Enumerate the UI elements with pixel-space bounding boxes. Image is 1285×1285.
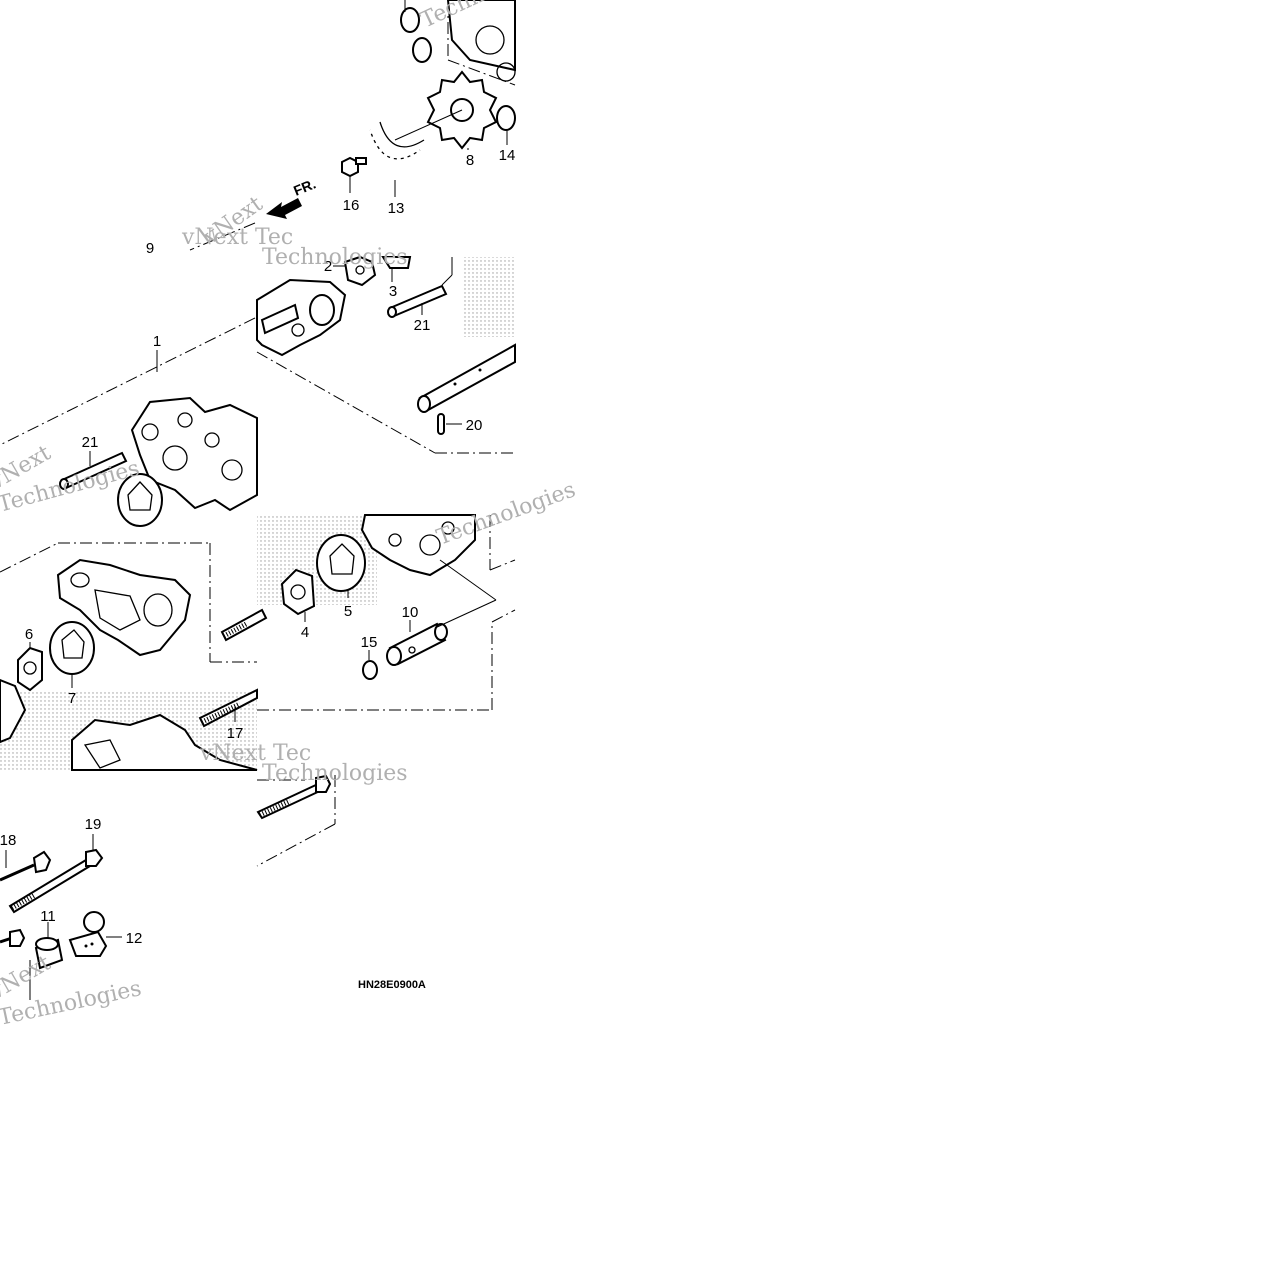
callout-13: 13 (388, 200, 405, 217)
callout-1: 1 (153, 333, 161, 350)
bracket-part-12 (68, 911, 108, 957)
pin-part-21-right (387, 284, 448, 318)
callout-15: 15 (361, 634, 378, 651)
callout-6: 6 (25, 626, 33, 643)
sleeve-part-10 (386, 622, 448, 666)
callout-11: 11 (40, 908, 56, 925)
pump-housing (130, 396, 258, 512)
dowel-pin-part-20 (437, 413, 445, 435)
direction-label: FR. (291, 175, 318, 198)
callout-18: 18 (0, 832, 16, 849)
bolt-part-19 (8, 848, 104, 914)
callout-7: 7 (68, 690, 76, 707)
watermark: vNext Tec (199, 741, 311, 766)
rotor-part-4 (280, 568, 316, 616)
watermark: Technologies (434, 477, 579, 550)
watermark: vNext Tec (181, 225, 293, 250)
callout-2: 2 (324, 258, 332, 275)
bolt-part-16 (341, 156, 367, 178)
stud-bolt (220, 608, 268, 642)
callout-5: 5 (344, 603, 352, 620)
plate-part-2 (343, 255, 377, 287)
rotor-left (117, 473, 163, 527)
tile-top: FR. vNext Tec Technologies vNext 8 14 13… (146, 0, 560, 257)
callout-9: 9 (146, 240, 154, 257)
pin-part-21-left (59, 451, 128, 490)
tile-bottom-middle: Technologies HN28E0900A (256, 761, 426, 991)
watermark: Technologies (262, 761, 408, 786)
callout-20: 20 (466, 417, 483, 434)
shaft-assembly (256, 278, 347, 357)
pump-cover-plate (56, 558, 192, 657)
plate-part-3 (381, 256, 412, 269)
callout-4: 4 (301, 624, 309, 641)
lower-housing (71, 713, 258, 771)
tile-middle: 2 3 21 20 Technologies (256, 245, 516, 454)
rotor-part-7 (49, 621, 95, 675)
callout-8: 8 (466, 152, 474, 169)
callout-3: 3 (389, 283, 397, 300)
front-direction-arrow: FR. (266, 175, 318, 219)
long-bolt (256, 774, 332, 820)
shaft-part (417, 343, 516, 413)
tile-bottom-left: 18 19 11 12 vNext Technologies (0, 779, 305, 1031)
callout-21: 21 (414, 317, 431, 334)
pump-body (360, 514, 476, 577)
rotor-part-6 (17, 646, 43, 692)
tile-center-lower: 4 5 10 15 Technologies (257, 477, 579, 711)
tile-left-middle: 1 21 vNext Technologies (0, 317, 258, 527)
tile-left-lower: 6 7 17 vNext Tec (0, 542, 311, 771)
callout-10: 10 (402, 604, 419, 621)
housing-edge (0, 678, 27, 744)
callout-14: 14 (499, 147, 516, 164)
callout-17: 17 (227, 725, 244, 742)
drawing-code: HN28E0900A (358, 979, 426, 991)
bolt-stub (0, 928, 26, 947)
watermark: Technologies (262, 245, 408, 270)
callout-19: 19 (85, 816, 102, 833)
callout-21: 21 (82, 434, 99, 451)
callout-16: 16 (343, 197, 360, 214)
bolt-part-18 (0, 850, 52, 882)
rotor-part-5 (316, 534, 366, 592)
callout-12: 12 (126, 930, 143, 947)
chain-part-13 (368, 121, 425, 161)
collar-part-11 (34, 937, 64, 970)
